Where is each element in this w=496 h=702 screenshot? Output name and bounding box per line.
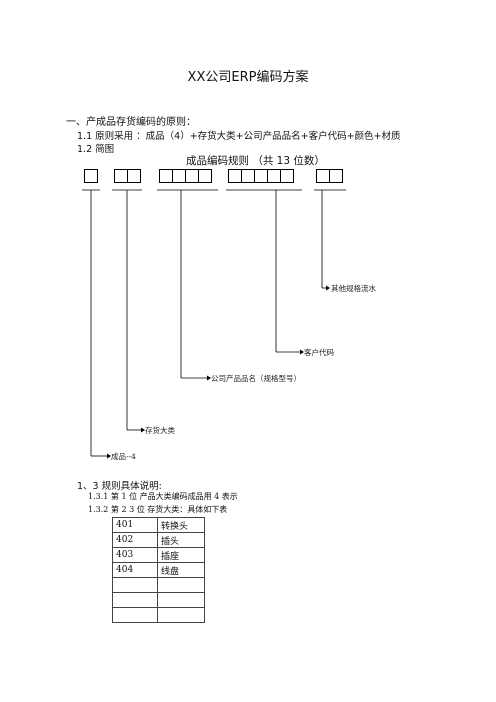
code-box [198, 169, 212, 183]
box-group-customer [228, 169, 294, 183]
table-row [112, 607, 205, 623]
label-customer-code: 客户代码 [304, 348, 334, 357]
category-code-cell: 404 [112, 562, 158, 578]
table-row [112, 592, 205, 608]
category-code-cell [112, 577, 158, 593]
category-name-cell [157, 577, 205, 593]
box-group-product [159, 169, 212, 183]
document-title: XX公司ERP编码方案 [187, 70, 309, 85]
table-row [112, 577, 205, 593]
rule-item-2: 1.3.2 第 2 3 位 存货大类：具体如下表 [88, 505, 228, 514]
box-group-category [114, 169, 141, 183]
category-code-cell: 403 [112, 547, 158, 563]
code-box [127, 169, 141, 183]
code-box [329, 169, 343, 183]
diagram-title: 成品编码规则 （共 13 位数） [186, 155, 325, 167]
code-box [84, 169, 98, 183]
category-name-cell: 插座 [157, 547, 205, 563]
label-finished-goods: 成品--4 [111, 452, 136, 461]
category-code-cell [112, 592, 158, 608]
box-group-sequence [316, 169, 343, 183]
section3-heading: 1、3 规则具体说明: [77, 481, 162, 492]
label-sequence: 其他规格流水 [331, 284, 376, 293]
category-name-cell [157, 607, 205, 623]
category-name-cell [157, 592, 205, 608]
label-product-name: 公司产品品名（规格型号） [211, 374, 301, 383]
category-name-cell: 线盘 [157, 562, 205, 578]
category-code-cell: 402 [112, 532, 158, 548]
rule-item-1: 1.3.1 第 1 位 产品大类编码成品用 4 表示 [88, 492, 238, 501]
category-name-cell: 转换头 [157, 517, 205, 533]
principle-rule: 1.1 原则采用 ：成品（4）+存货大类+公司产品品名+客户代码+颜色+材质 [77, 131, 401, 142]
category-code-cell [112, 607, 158, 623]
section1-heading: 一、产成品存货编码的原则： [66, 117, 196, 128]
code-box [280, 169, 294, 183]
category-code-cell: 401 [112, 517, 158, 533]
sketch-heading: 1.2 简图 [77, 144, 115, 155]
label-inventory-category: 存货大类 [145, 426, 175, 435]
category-name-cell: 插头 [157, 532, 205, 548]
box-group-finished [84, 169, 98, 183]
